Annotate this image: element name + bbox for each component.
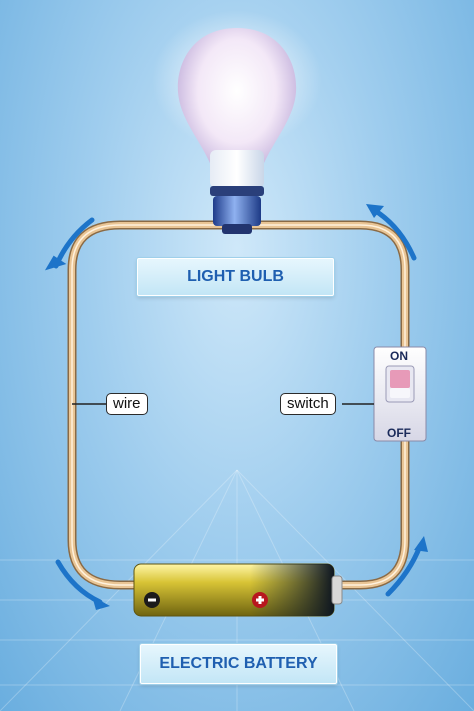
arrow-bottom-right-head-icon — [414, 536, 428, 552]
switch-tag: switch — [280, 393, 336, 415]
wire-tag: wire — [106, 393, 148, 415]
switch-on-label: ON — [390, 349, 408, 363]
light-bulb-label: LIGHT BULB — [137, 258, 334, 296]
arrow-bottom-left-head-icon — [92, 596, 110, 610]
electric-battery-label: ELECTRIC BATTERY — [140, 644, 337, 684]
switch-icon[interactable] — [373, 346, 427, 442]
arrow-top-right-head-icon — [366, 204, 384, 218]
current-arrows — [44, 204, 428, 610]
battery-icon — [133, 563, 343, 617]
switch-off-label: OFF — [387, 426, 411, 440]
arrow-top-left-head-icon — [44, 255, 67, 271]
light-bulb-icon — [152, 10, 322, 234]
arrow-top-right-icon — [371, 207, 417, 261]
